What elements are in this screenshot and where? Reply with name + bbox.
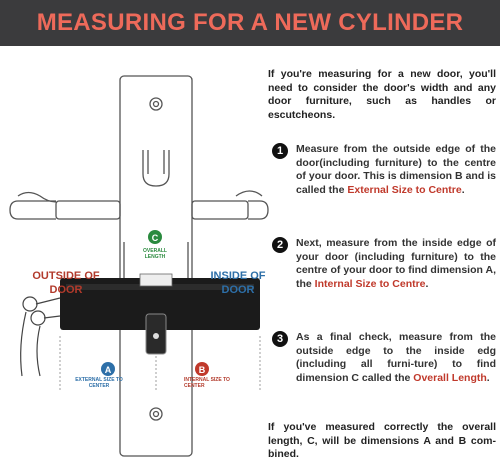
outside-of-door-label: OUTSIDE OF DOOR <box>32 270 100 296</box>
step-1-highlight: External Size to Centre <box>347 183 462 196</box>
step-1: 1 Measure from the outside edge of the d… <box>272 143 496 197</box>
left-handle-lever <box>9 200 56 220</box>
caption-overall-length: OVERALL LENGTH <box>143 248 167 260</box>
step-number-2: 2 <box>272 237 288 253</box>
step-number-1: 1 <box>272 143 288 159</box>
step-number-3: 3 <box>272 331 288 347</box>
marker-c-circle <box>148 230 162 244</box>
intro-paragraph: If you're measuring for a new door, you'… <box>268 68 496 121</box>
cylinder-body <box>60 278 260 330</box>
marker-a: A <box>105 365 112 375</box>
step-3-end: . <box>486 371 490 384</box>
plate-screw-bottom <box>149 407 163 421</box>
caption-internal-size: INTERNAL SIZE TO CENTER <box>184 377 230 389</box>
step-2-text: Next, measure from the inside edge of yo… <box>296 237 496 290</box>
lock-illustration: A B C OUTSIDE OF DOOR INSIDE OF DOOR EXT… <box>0 46 270 461</box>
step-1-text: Measure from the outside edge of the doo… <box>296 143 496 196</box>
lock-drawing: A B C <box>9 75 269 457</box>
step-2-highlight: Internal Size to Centre <box>314 277 426 290</box>
marker-c: C <box>152 233 159 243</box>
step-3-highlight: Overall Length <box>413 371 487 384</box>
right-handle-rose <box>191 200 249 220</box>
page-title: MEASURING FOR A NEW CYLINDER <box>36 9 464 36</box>
step-3: 3 As a final check, measure from the out… <box>272 331 496 385</box>
header-banner: MEASURING FOR A NEW CYLINDER <box>0 0 500 46</box>
marker-a-circle <box>101 362 115 376</box>
handle-neck <box>142 150 170 187</box>
inside-of-door-label: INSIDE OF DOOR <box>210 270 266 296</box>
marker-b: B <box>199 365 206 375</box>
marker-b-circle <box>195 362 209 376</box>
step-2: 2 Next, measure from the inside edge of … <box>272 237 496 291</box>
step-1-end: . <box>461 183 465 196</box>
step-2-end: . <box>425 277 429 290</box>
plate-screw-top <box>149 97 163 111</box>
caption-external-size: EXTERNAL SIZE TO CENTER <box>75 377 123 389</box>
step-3-text: As a final check, measure from the outsi… <box>296 331 496 384</box>
keys <box>20 296 61 377</box>
right-handle-lever <box>248 200 269 220</box>
outro-paragraph: If you've measured correctly the overall… <box>268 421 496 461</box>
left-handle-rose <box>55 200 121 220</box>
lock-plate <box>119 75 193 457</box>
